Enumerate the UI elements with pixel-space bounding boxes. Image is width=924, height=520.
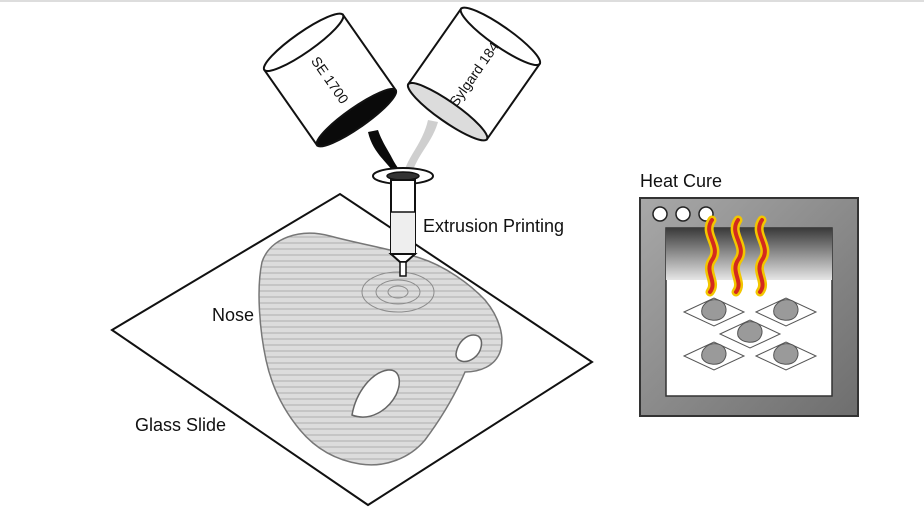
nostril-left: [351, 369, 401, 418]
oven-heating-element: [666, 228, 832, 280]
label-extrusion-printing: Extrusion Printing: [423, 216, 564, 236]
cured-sample: [754, 341, 818, 371]
heat-wave-icon: [704, 215, 720, 297]
cured-sample: [682, 341, 746, 371]
nostril-right: [455, 334, 483, 363]
can-sylgard184: Sylgard 184: [406, 6, 542, 142]
label-heat-cure: Heat Cure: [640, 171, 722, 191]
cured-sample: [754, 297, 818, 327]
cured-sample: [718, 319, 782, 349]
circle-knob-icon: [675, 206, 691, 222]
circle-knob-icon: [652, 206, 668, 222]
heat-wave-icon: [754, 215, 770, 297]
label-glass-slide: Glass Slide: [135, 415, 226, 435]
label-nose: Nose: [212, 305, 254, 325]
nose-model: [258, 232, 503, 466]
cured-sample: [682, 297, 746, 327]
oven: [639, 197, 859, 417]
syringe-extruder: [372, 167, 434, 277]
can-se1700: SE 1700: [262, 12, 398, 148]
heat-wave-icon: [730, 215, 746, 297]
